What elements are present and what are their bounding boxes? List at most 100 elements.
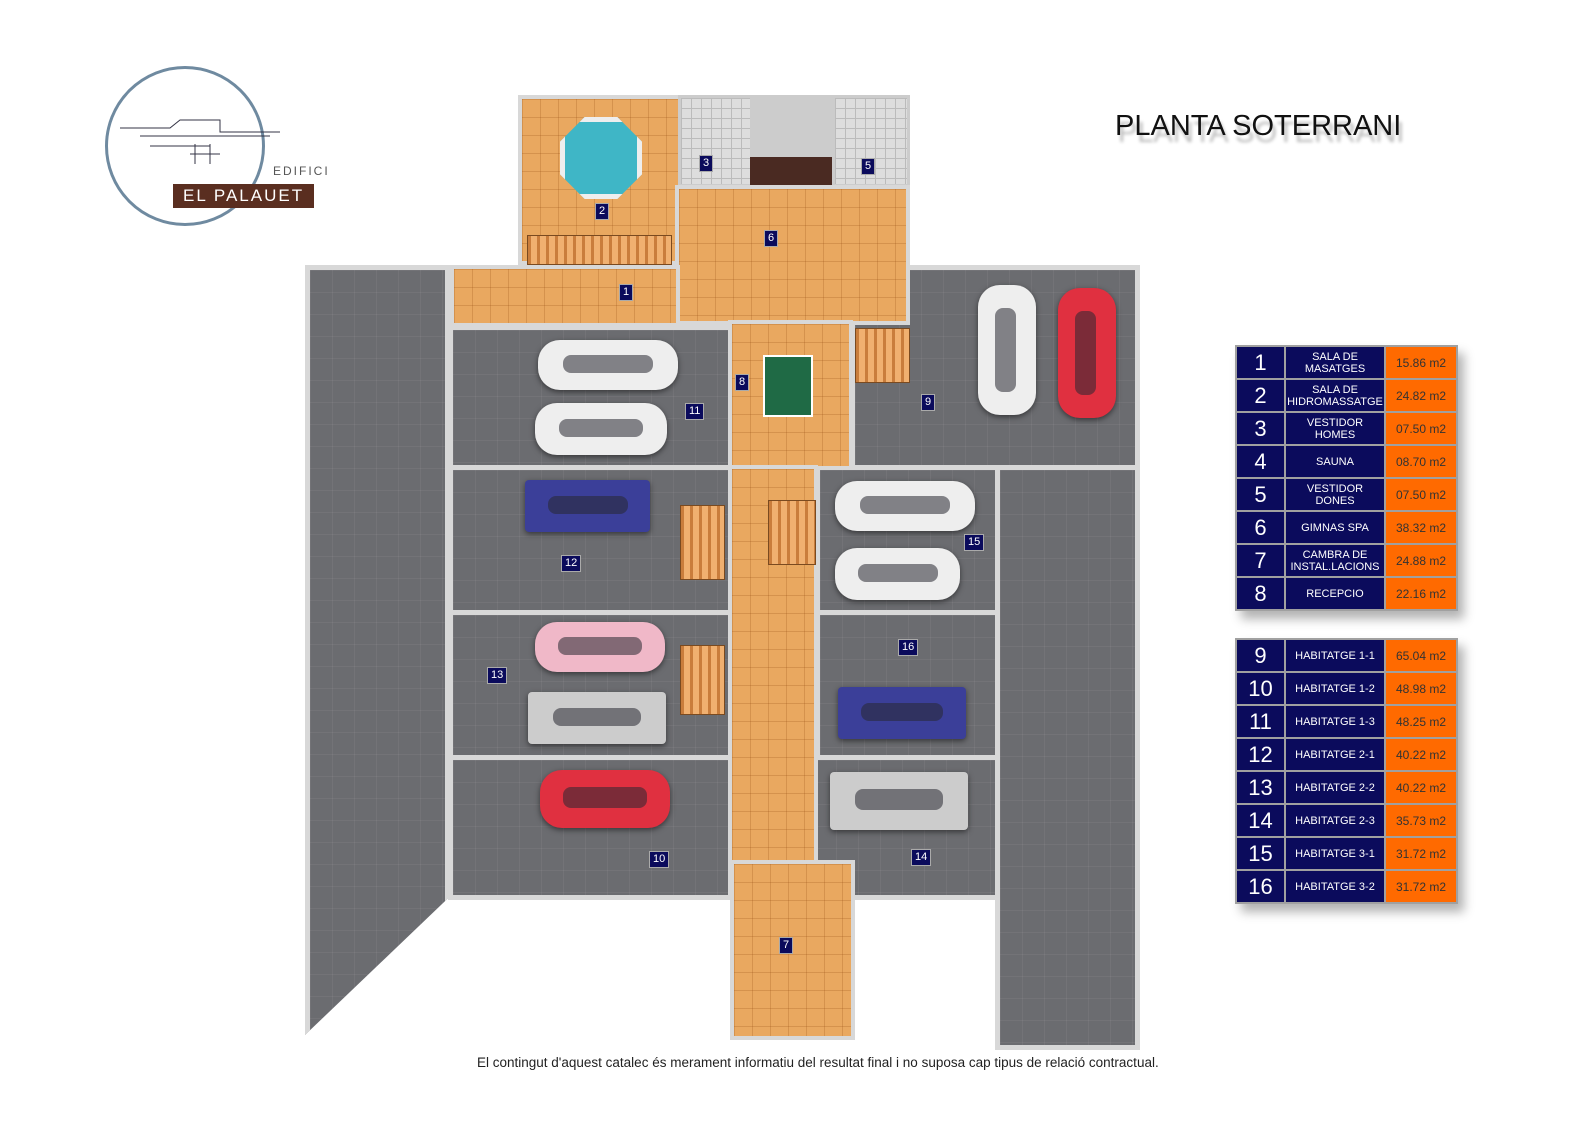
room-area: 48.25 m2 <box>1386 706 1456 737</box>
room-name: SAUNA <box>1286 446 1384 477</box>
room-number: 4 <box>1237 446 1284 477</box>
room-name: CAMBRA DE INSTAL.LACIONS <box>1286 545 1384 576</box>
room-name: HABITATGE 2-3 <box>1286 805 1384 836</box>
room-area: 07.50 m2 <box>1386 413 1456 444</box>
room-area: 31.72 m2 <box>1386 838 1456 869</box>
stairs-spa <box>527 235 672 265</box>
room-tag: 1 <box>619 284 634 301</box>
room-tag: 7 <box>779 937 794 954</box>
parking-right-ramp <box>995 465 1140 1050</box>
room-tag: 14 <box>911 849 932 866</box>
room-tag: 6 <box>764 230 779 247</box>
room-area: 24.82 m2 <box>1386 380 1456 411</box>
room-number: 9 <box>1237 640 1284 671</box>
room-tag: 13 <box>487 667 508 684</box>
room-number: 3 <box>1237 413 1284 444</box>
room-area: 40.22 m2 <box>1386 772 1456 803</box>
parking-left-ramp <box>305 265 450 1035</box>
room-4 <box>750 95 835 187</box>
room-number: 10 <box>1237 673 1284 704</box>
car <box>535 622 665 672</box>
room-8 <box>728 320 853 470</box>
room-area: 48.98 m2 <box>1386 673 1456 704</box>
room-area: 22.16 m2 <box>1386 578 1456 609</box>
room-3 <box>678 95 753 187</box>
room-tag: 8 <box>735 374 750 391</box>
car <box>528 692 666 744</box>
room-1 <box>450 265 680 327</box>
car <box>838 687 966 739</box>
room-number: 5 <box>1237 479 1284 510</box>
car <box>538 340 678 390</box>
room-number: 11 <box>1237 706 1284 737</box>
room-tag: 2 <box>595 203 610 220</box>
car <box>835 548 960 600</box>
room-number: 16 <box>1237 871 1284 902</box>
page-title: PLANTA SOTERRANI <box>1115 110 1402 142</box>
room-name: HABITATGE 1-1 <box>1286 640 1384 671</box>
room-name: VESTIDOR HOMES <box>1286 413 1384 444</box>
room-area: 38.32 m2 <box>1386 512 1456 543</box>
room-name: HABITATGE 3-1 <box>1286 838 1384 869</box>
car <box>830 772 968 830</box>
room-number: 2 <box>1237 380 1284 411</box>
car <box>535 403 667 455</box>
car <box>525 480 650 532</box>
logo: EDIFICI EL PALAUET <box>105 66 345 226</box>
hot-tub <box>560 117 642 199</box>
room-area: 08.70 m2 <box>1386 446 1456 477</box>
room-tag: 15 <box>964 534 985 551</box>
room-tag: 12 <box>561 555 582 572</box>
room-name: HABITATGE 2-2 <box>1286 772 1384 803</box>
logo-name: EL PALAUET <box>173 184 315 208</box>
stairs-2 <box>680 645 725 715</box>
room-name: HABITATGE 2-1 <box>1286 739 1384 770</box>
room-tag: 3 <box>699 155 714 172</box>
room-name: RECEPCIO <box>1286 578 1384 609</box>
car <box>1058 288 1116 418</box>
room-6 <box>675 185 910 325</box>
ping-pong-table <box>763 355 813 417</box>
room-number: 12 <box>1237 739 1284 770</box>
room-name: HABITATGE 1-2 <box>1286 673 1384 704</box>
room-area: 15.86 m2 <box>1386 347 1456 378</box>
stairs-1 <box>680 505 725 580</box>
room-name: SALA DE HIDROMASSATGE <box>1286 380 1384 411</box>
room-name: HABITATGE 3-2 <box>1286 871 1384 902</box>
room-area: 35.73 m2 <box>1386 805 1456 836</box>
room-number: 15 <box>1237 838 1284 869</box>
logo-edifici: EDIFICI <box>273 164 330 178</box>
room-name: VESTIDOR DONES <box>1286 479 1384 510</box>
room-name: GIMNAS SPA <box>1286 512 1384 543</box>
room-number: 1 <box>1237 347 1284 378</box>
car <box>835 481 975 531</box>
room-area: 07.50 m2 <box>1386 479 1456 510</box>
room-name: HABITATGE 1-3 <box>1286 706 1384 737</box>
logo-building-sketch <box>120 119 280 164</box>
room-tag: 11 <box>685 403 705 420</box>
stairs-4 <box>855 328 910 383</box>
stairs-3 <box>768 500 816 565</box>
car <box>540 770 670 828</box>
room-tag: 16 <box>898 639 919 656</box>
room-number: 14 <box>1237 805 1284 836</box>
logo-circle <box>105 66 265 226</box>
room-tag: 10 <box>649 851 670 868</box>
room-number: 6 <box>1237 512 1284 543</box>
room-number: 13 <box>1237 772 1284 803</box>
